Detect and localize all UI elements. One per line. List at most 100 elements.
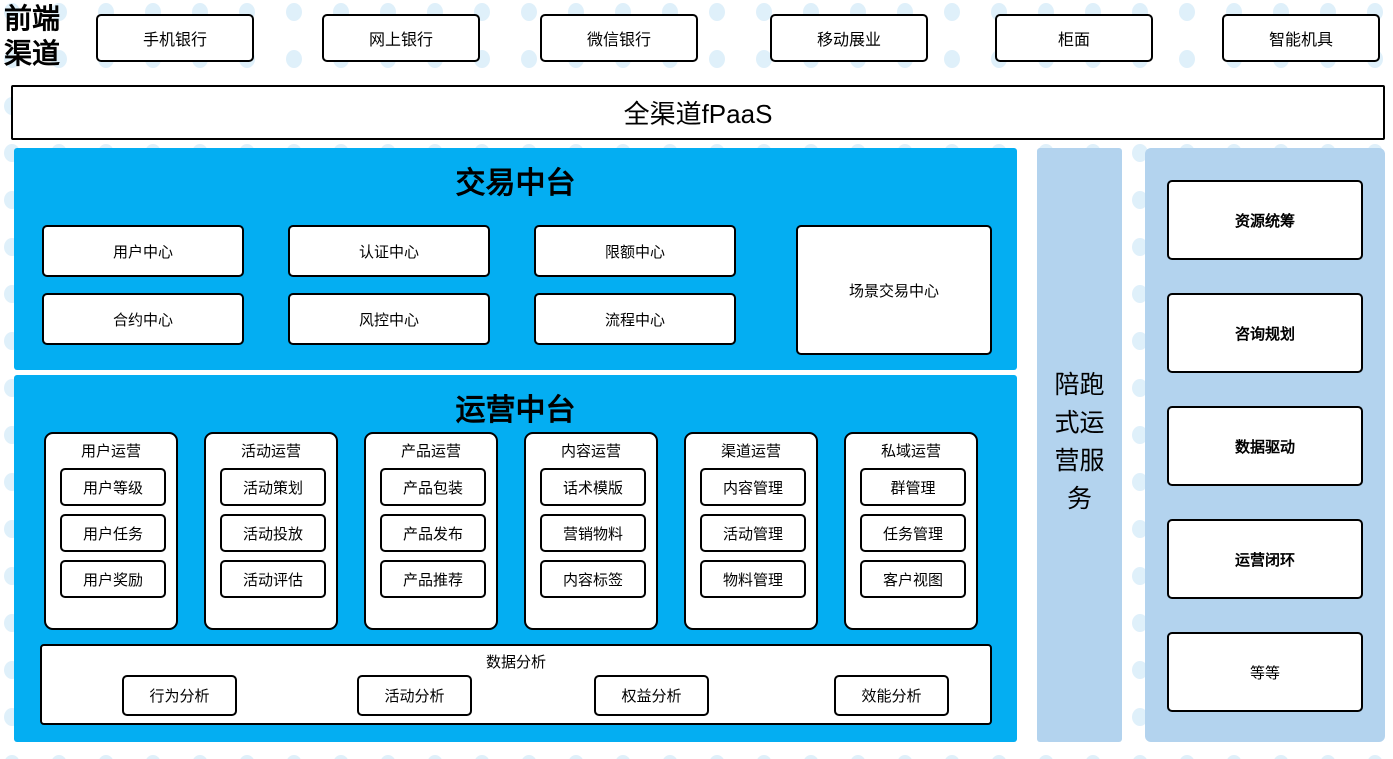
ops-group-title: 私域运营 — [880, 443, 941, 460]
data-analysis-item-label: 权益分析 — [621, 688, 682, 705]
ops-group-content-operations: 内容运营 话术模版 营销物料 内容标签 — [524, 432, 658, 630]
capability-card-resource-coordination[interactable]: 资源统筹 — [1167, 180, 1363, 260]
ops-item-label: 群管理 — [890, 479, 936, 497]
ops-group-title: 用户运营 — [80, 443, 141, 460]
ops-item-label: 产品包装 — [402, 479, 463, 497]
trade-card-label: 场景交易中心 — [848, 282, 939, 300]
trade-card-contract-center[interactable]: 合约中心 — [42, 293, 244, 345]
ops-item-label: 用户奖励 — [82, 571, 143, 589]
data-analysis-item-campaign[interactable]: 活动分析 — [357, 675, 472, 716]
ops-item-label: 物料管理 — [722, 571, 783, 589]
ops-item-label: 产品发布 — [402, 525, 463, 543]
data-analysis-section: 数据分析 行为分析 活动分析 权益分析 效能分析 — [40, 644, 992, 725]
data-analysis-item-label: 行为分析 — [149, 688, 210, 705]
channel-chip-label: 手机银行 — [142, 32, 207, 49]
capability-card-etc[interactable]: 等等 — [1167, 632, 1363, 712]
omni-channel-fpaas-bar[interactable]: 全渠道fPaaS — [11, 85, 1385, 140]
trade-card-label: 认证中心 — [358, 243, 419, 261]
trade-card-risk-center[interactable]: 风控中心 — [288, 293, 490, 345]
ops-group-private-domain-operations: 私域运营 群管理 任务管理 客户视图 — [844, 432, 978, 630]
capability-card-label: 数据驱动 — [1234, 438, 1295, 456]
trade-card-label: 流程中心 — [604, 311, 665, 329]
capability-card-operation-closed-loop[interactable]: 运营闭环 — [1167, 519, 1363, 599]
ops-item-label: 内容标签 — [562, 571, 623, 589]
channel-chip-online-bank[interactable]: 网上银行 — [322, 14, 480, 62]
channel-chip-wechat-bank[interactable]: 微信银行 — [540, 14, 698, 62]
capability-card-data-driven[interactable]: 数据驱动 — [1167, 406, 1363, 486]
ops-item[interactable]: 话术模版 — [540, 468, 646, 506]
ops-item-label: 用户等级 — [82, 479, 143, 497]
trade-card-label: 用户中心 — [112, 243, 173, 261]
data-analysis-item-label: 活动分析 — [384, 688, 445, 705]
ops-item[interactable]: 内容标签 — [540, 560, 646, 598]
trade-center-panel: 交易中台 用户中心 认证中心 限额中心 合约中心 风控中心 流程中心 场景交易中… — [14, 148, 1017, 370]
accompanying-operation-service-column: 陪跑式运营服务 — [1037, 148, 1122, 742]
ops-item[interactable]: 活动评估 — [220, 560, 326, 598]
data-analysis-item-efficiency[interactable]: 效能分析 — [834, 675, 949, 716]
ops-item[interactable]: 活动策划 — [220, 468, 326, 506]
ops-item[interactable]: 群管理 — [860, 468, 966, 506]
channel-chip-mobile-bank[interactable]: 手机银行 — [96, 14, 254, 62]
ops-item-label: 客户视图 — [882, 571, 943, 589]
channel-chip-label: 微信银行 — [586, 32, 651, 49]
ops-item[interactable]: 产品推荐 — [380, 560, 486, 598]
ops-group-title: 活动运营 — [240, 443, 301, 460]
ops-group-title: 产品运营 — [400, 443, 461, 460]
ops-item-label: 话术模版 — [562, 479, 623, 497]
operations-center-panel: 运营中台 用户运营 用户等级 用户任务 用户奖励 活动运营 活动策划 活动投放 … — [14, 375, 1017, 742]
ops-group-product-operations: 产品运营 产品包装 产品发布 产品推荐 — [364, 432, 498, 630]
ops-item-label: 营销物料 — [562, 525, 623, 543]
ops-group-title: 内容运营 — [560, 443, 621, 460]
data-analysis-title: 数据分析 — [485, 654, 546, 671]
ops-item-label: 活动策划 — [242, 479, 303, 497]
ops-item[interactable]: 活动投放 — [220, 514, 326, 552]
frontend-channel-row: 前端渠道 手机银行 网上银行 微信银行 移动展业 柜面 智能机具 — [0, 0, 1393, 78]
trade-card-scene-transaction-center[interactable]: 场景交易中心 — [796, 225, 992, 355]
capability-column: 资源统筹 咨询规划 数据驱动 运营闭环 等等 — [1145, 148, 1385, 742]
ops-item[interactable]: 用户任务 — [60, 514, 166, 552]
data-analysis-item-benefit[interactable]: 权益分析 — [594, 675, 709, 716]
ops-item[interactable]: 用户奖励 — [60, 560, 166, 598]
ops-item[interactable]: 产品包装 — [380, 468, 486, 506]
ops-item-label: 活动管理 — [722, 525, 783, 543]
trade-card-user-center[interactable]: 用户中心 — [42, 225, 244, 277]
ops-group-title: 渠道运营 — [720, 443, 781, 460]
ops-group-campaign-operations: 活动运营 活动策划 活动投放 活动评估 — [204, 432, 338, 630]
ops-group-channel-operations: 渠道运营 内容管理 活动管理 物料管理 — [684, 432, 818, 630]
ops-item[interactable]: 内容管理 — [700, 468, 806, 506]
capability-card-label: 等等 — [1249, 664, 1280, 682]
ops-item[interactable]: 产品发布 — [380, 514, 486, 552]
data-analysis-item-behavior[interactable]: 行为分析 — [122, 675, 237, 716]
ops-item[interactable]: 物料管理 — [700, 560, 806, 598]
channel-chip-label: 移动展业 — [816, 32, 881, 49]
trade-card-label: 风控中心 — [358, 311, 419, 329]
ops-group-user-operations: 用户运营 用户等级 用户任务 用户奖励 — [44, 432, 178, 630]
ops-item[interactable]: 用户等级 — [60, 468, 166, 506]
ops-item[interactable]: 活动管理 — [700, 514, 806, 552]
ops-item[interactable]: 营销物料 — [540, 514, 646, 552]
operations-center-title: 运营中台 — [455, 394, 576, 427]
ops-item[interactable]: 客户视图 — [860, 560, 966, 598]
channel-chip-mobile-field[interactable]: 移动展业 — [770, 14, 928, 62]
ops-item-label: 内容管理 — [722, 479, 783, 497]
trade-card-label: 限额中心 — [604, 243, 665, 261]
channel-chip-smart-machine[interactable]: 智能机具 — [1222, 14, 1380, 62]
channel-chip-label: 网上银行 — [368, 32, 433, 49]
trade-card-auth-center[interactable]: 认证中心 — [288, 225, 490, 277]
trade-card-limit-center[interactable]: 限额中心 — [534, 225, 736, 277]
ops-item-label: 活动投放 — [242, 525, 303, 543]
ops-item[interactable]: 任务管理 — [860, 514, 966, 552]
capability-card-consulting-planning[interactable]: 咨询规划 — [1167, 293, 1363, 373]
trade-card-process-center[interactable]: 流程中心 — [534, 293, 736, 345]
ops-item-label: 活动评估 — [242, 571, 303, 589]
trade-card-label: 合约中心 — [112, 311, 173, 329]
ops-item-label: 任务管理 — [882, 525, 943, 543]
trade-center-title: 交易中台 — [455, 167, 576, 200]
fpaas-label: 全渠道fPaaS — [623, 99, 773, 129]
channel-chip-counter[interactable]: 柜面 — [995, 14, 1153, 62]
service-column-label: 陪跑式运营服务 — [1054, 371, 1105, 513]
capability-card-label: 咨询规划 — [1234, 325, 1295, 343]
ops-item-label: 用户任务 — [82, 525, 143, 543]
capability-card-label: 资源统筹 — [1234, 212, 1295, 230]
